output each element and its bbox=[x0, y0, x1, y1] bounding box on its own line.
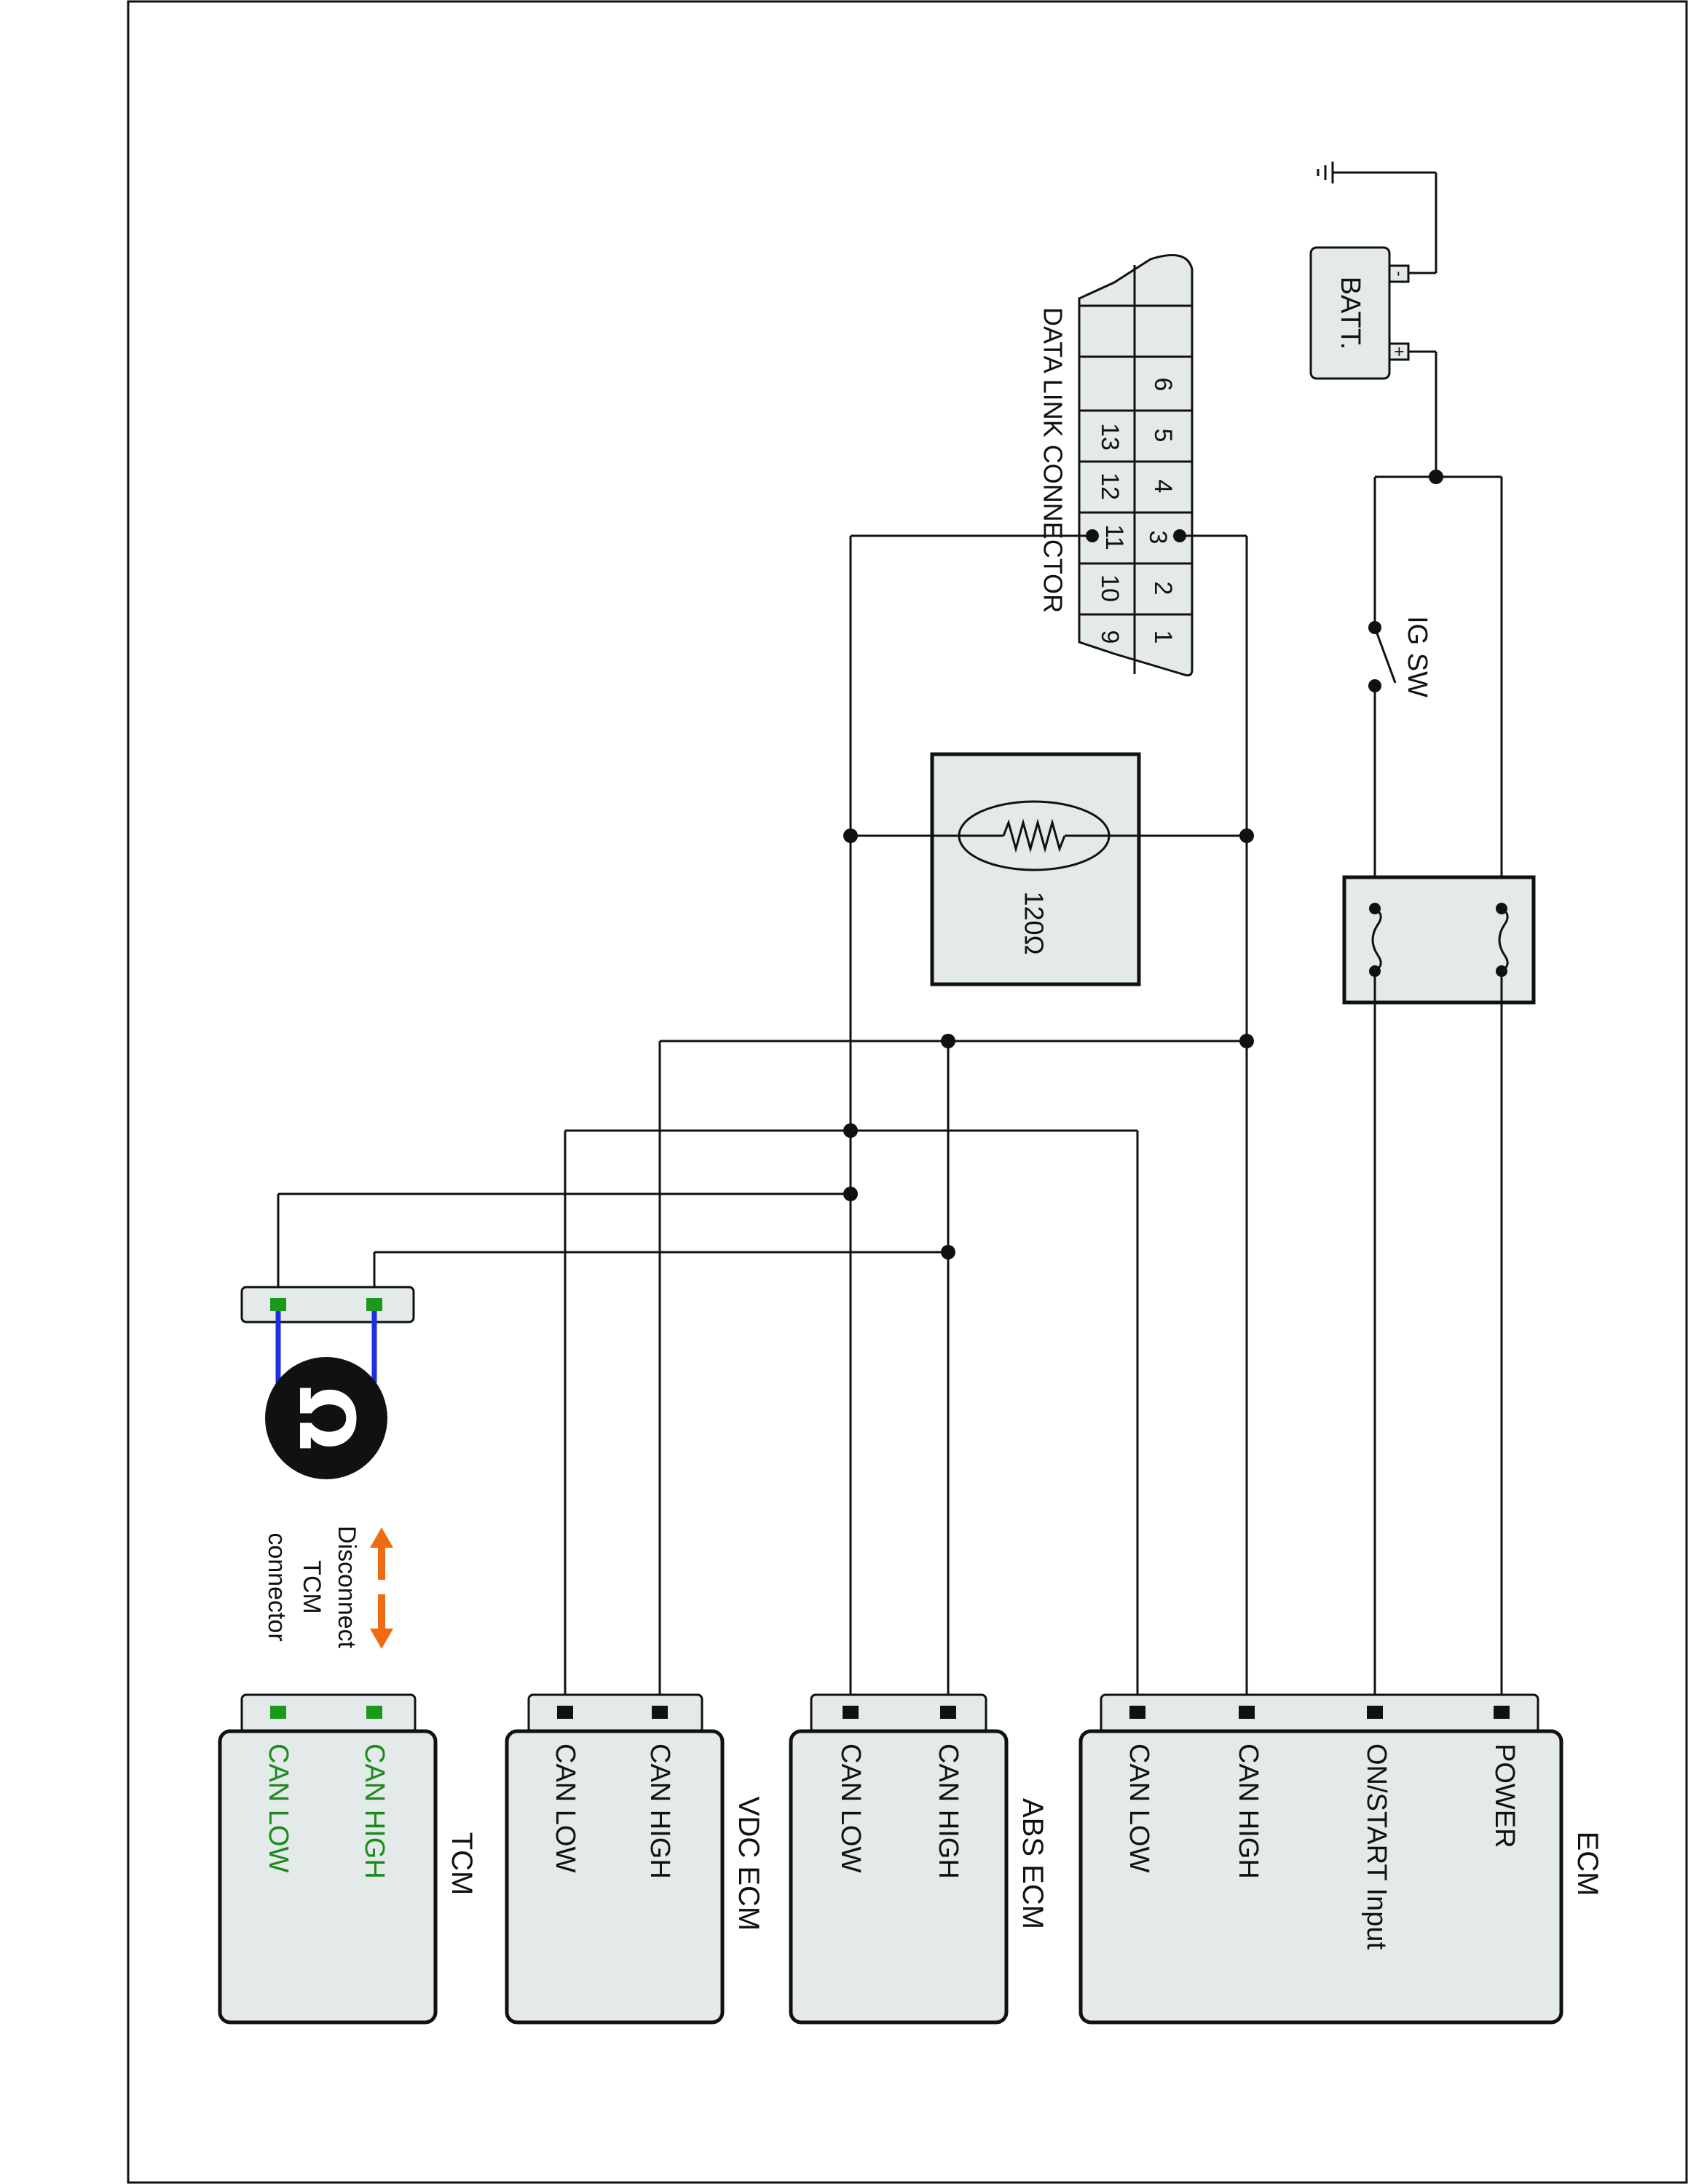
dlc-pin-9: 9 bbox=[1096, 630, 1124, 644]
ig-switch-blade bbox=[1373, 627, 1397, 684]
dlc-pin-6: 6 bbox=[1149, 378, 1177, 392]
tcm-pin-can-low: CAN LOW bbox=[263, 1744, 293, 1872]
battery-label: BATT. bbox=[1335, 277, 1365, 350]
ecm-pin-power: POWER bbox=[1489, 1744, 1520, 1848]
dlc-pin-12: 12 bbox=[1096, 472, 1124, 500]
dlc-pin-11: 11 bbox=[1100, 524, 1128, 550]
disconnect-arrow-icon bbox=[370, 1527, 393, 1649]
resistor-enclosure bbox=[958, 800, 1111, 871]
dlc-pin-2: 2 bbox=[1149, 582, 1177, 596]
vdc-ecm-title: VDC ECM bbox=[733, 1797, 765, 1931]
breakout-connector bbox=[240, 1286, 415, 1324]
abs-ecm-module bbox=[789, 1693, 1009, 2025]
data-link-connector bbox=[1078, 253, 1194, 677]
abs-pin-can-low: CAN LOW bbox=[835, 1744, 866, 1872]
resistor-label: 120Ω bbox=[1019, 892, 1049, 955]
dlc-pin-3: 3 bbox=[1144, 531, 1172, 545]
battery-neg-sign: - bbox=[1391, 271, 1409, 276]
ground-symbol bbox=[1317, 162, 1436, 183]
dlc-pin-1: 1 bbox=[1149, 630, 1177, 644]
abs-ecm-title: ABS ECM bbox=[1017, 1798, 1049, 1929]
vdc-pin-can-high: CAN HIGH bbox=[644, 1744, 675, 1879]
battery bbox=[1309, 246, 1391, 380]
fuse-2 bbox=[1498, 907, 1509, 973]
tcm-module bbox=[218, 1693, 438, 2025]
vdc-pin-can-low: CAN LOW bbox=[550, 1744, 580, 1872]
battery-neg-terminal bbox=[1388, 264, 1410, 283]
tcm-title: TCM bbox=[446, 1832, 478, 1896]
battery-pos-sign: + bbox=[1389, 347, 1409, 357]
disconnect-line-1: Disconnect bbox=[333, 1526, 360, 1649]
page-border bbox=[127, 0, 1688, 2184]
abs-pin-can-high: CAN HIGH bbox=[933, 1744, 963, 1879]
resistor-zigzag bbox=[1002, 818, 1066, 853]
ecm-pin-can-low: CAN LOW bbox=[1124, 1744, 1154, 1872]
ig-sw-label: IG SW bbox=[1402, 616, 1432, 697]
ecm-pin-on-start: ON/START Input bbox=[1361, 1744, 1392, 1950]
tcm-pin-can-high: CAN HIGH bbox=[359, 1744, 390, 1879]
fuse-1 bbox=[1371, 907, 1382, 973]
vdc-ecm-module bbox=[505, 1693, 725, 2025]
ohmmeter-icon bbox=[265, 1357, 387, 1479]
dlc-label: DATA LINK CONNECTOR bbox=[1038, 307, 1068, 613]
disconnect-line-3: connector bbox=[263, 1532, 291, 1641]
breakout-pin-high bbox=[366, 1298, 382, 1311]
ecm-pin-can-high: CAN HIGH bbox=[1233, 1744, 1263, 1879]
dlc-pin-13: 13 bbox=[1096, 423, 1124, 451]
dlc-pin-4: 4 bbox=[1149, 480, 1177, 494]
dlc-pin-10: 10 bbox=[1096, 574, 1124, 602]
dlc-pin-5: 5 bbox=[1149, 429, 1177, 443]
ecm-module bbox=[1078, 1693, 1563, 2025]
ecm-title: ECM bbox=[1571, 1832, 1604, 1896]
disconnect-line-2: TCM bbox=[298, 1560, 326, 1614]
breakout-pin-low bbox=[270, 1298, 286, 1311]
ohm-symbol-icon: Ω bbox=[282, 1386, 371, 1450]
